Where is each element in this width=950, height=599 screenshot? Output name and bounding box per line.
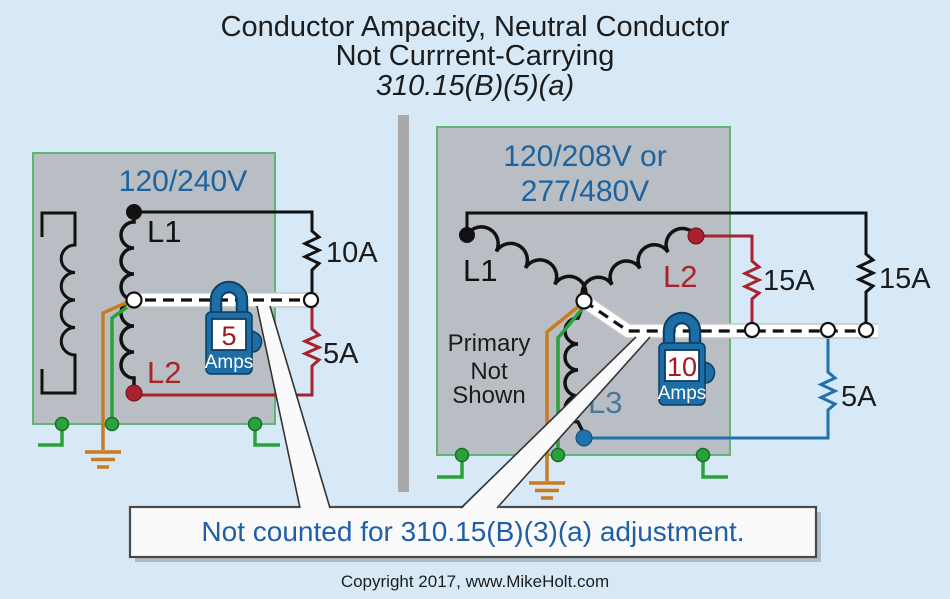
title-code-reference: 310.15(B)(5)(a) xyxy=(376,70,574,102)
primary-note-line2: Not xyxy=(470,358,508,385)
callout-text: Not counted for 310.15(B)(3)(a) adjustme… xyxy=(201,516,744,547)
wye-l3-coil xyxy=(563,302,586,435)
left-equipment-ground-wires xyxy=(38,303,280,447)
wye-center-node xyxy=(575,292,593,310)
clamp-reading-value: 10 xyxy=(667,352,697,382)
load-5a-label: 5A xyxy=(323,338,359,370)
title-line-2: Not Currrent-Carrying xyxy=(336,40,615,72)
title-block: Conductor Ampacity, Neutral Conductor No… xyxy=(221,11,730,102)
ground-terminal-dot xyxy=(247,416,263,432)
right-neutral-conductor xyxy=(579,294,878,339)
clamp-meter-right-icon: 10 Amps xyxy=(658,311,716,406)
right-l2-label: L2 xyxy=(663,259,697,294)
l1-terminal-dot xyxy=(126,204,142,220)
l1-terminal-dot xyxy=(459,227,475,243)
l3-circuit-wire-5a-resistor xyxy=(592,337,839,440)
ground-terminal-dot xyxy=(104,416,120,432)
clamp-jaw xyxy=(211,282,247,313)
clamp-meter-left-icon: 5 Amps xyxy=(205,280,263,375)
clamp-trigger-tab xyxy=(251,330,263,353)
right-voltage-label-line2: 277/480V xyxy=(521,175,649,208)
load-15a-right-label: 15A xyxy=(879,263,931,295)
callout-pointer-left xyxy=(257,306,330,510)
ground-terminal-dot xyxy=(695,447,711,463)
callout-box xyxy=(128,505,818,559)
clamp-reading-unit: Amps xyxy=(658,383,707,404)
l2-circuit-wire-15a-resistor xyxy=(696,234,763,323)
l3-terminal-dot xyxy=(575,429,593,447)
neutral-junction-node xyxy=(819,321,837,339)
primary-note: Primary Not Shown xyxy=(448,330,531,409)
neutral-junction-node xyxy=(743,321,761,339)
left-l1-label: L1 xyxy=(147,214,181,249)
left-diagram: 120/240V 10A 5A L1 L2 xyxy=(38,165,378,469)
l2-terminal-dot xyxy=(687,227,705,245)
clamp-display xyxy=(664,349,700,382)
left-earth-ground-icon xyxy=(85,300,129,469)
copyright-text: Copyright 2017, www.MikeHolt.com xyxy=(341,572,609,591)
right-voltage-label-line1: 120/208V or xyxy=(503,140,666,173)
l2-circuit-wire-5a-resistor xyxy=(140,304,323,397)
left-voltage-label: 120/240V xyxy=(119,165,247,198)
title-line-1: Conductor Ampacity, Neutral Conductor xyxy=(221,11,730,43)
neutral-dashed-line xyxy=(583,299,878,333)
clamp-display xyxy=(211,318,247,351)
ground-terminal-dot xyxy=(54,416,70,432)
neutral-junction-node xyxy=(857,321,875,339)
wye-l2-coil xyxy=(580,226,698,302)
callout: Not counted for 310.15(B)(3)(a) adjustme… xyxy=(128,305,821,562)
grounding-conductor xyxy=(101,300,129,450)
l1-circuit-wire-15a-resistor xyxy=(465,211,877,322)
load-15a-left-label: 15A xyxy=(763,265,815,297)
right-diagram: 120/208V or 277/480V 15A 15A 5A L1 L2 L3… xyxy=(437,140,931,500)
l1-circuit-wire-10a-resistor xyxy=(134,210,323,296)
callout-pointer-right xyxy=(461,337,650,510)
primary-winding-coil xyxy=(40,211,77,395)
clamp-reading-unit: Amps xyxy=(205,352,254,373)
ground-bars xyxy=(85,450,121,469)
l2-terminal-dot xyxy=(125,384,143,402)
wye-l1-coil xyxy=(465,225,588,302)
callout-pointer-edges xyxy=(256,305,651,509)
load-5a-right-label: 5A xyxy=(841,381,877,413)
neutral-junction-node xyxy=(302,291,320,309)
primary-note-line1: Primary xyxy=(448,330,531,357)
load-10a-label: 10A xyxy=(326,237,378,269)
center-tap-node xyxy=(125,291,143,309)
ground-terminal-dot xyxy=(550,447,566,463)
clamp-reading-value: 5 xyxy=(221,321,236,351)
right-l1-label: L1 xyxy=(463,253,497,288)
ground-bars xyxy=(529,481,565,500)
primary-note-line3: Shown xyxy=(452,382,525,409)
clamp-trigger-tab xyxy=(704,361,716,384)
left-l2-label: L2 xyxy=(147,355,181,390)
ground-terminal-dot xyxy=(454,447,470,463)
clamp-jaw xyxy=(664,313,700,344)
divider-bar xyxy=(398,115,409,492)
